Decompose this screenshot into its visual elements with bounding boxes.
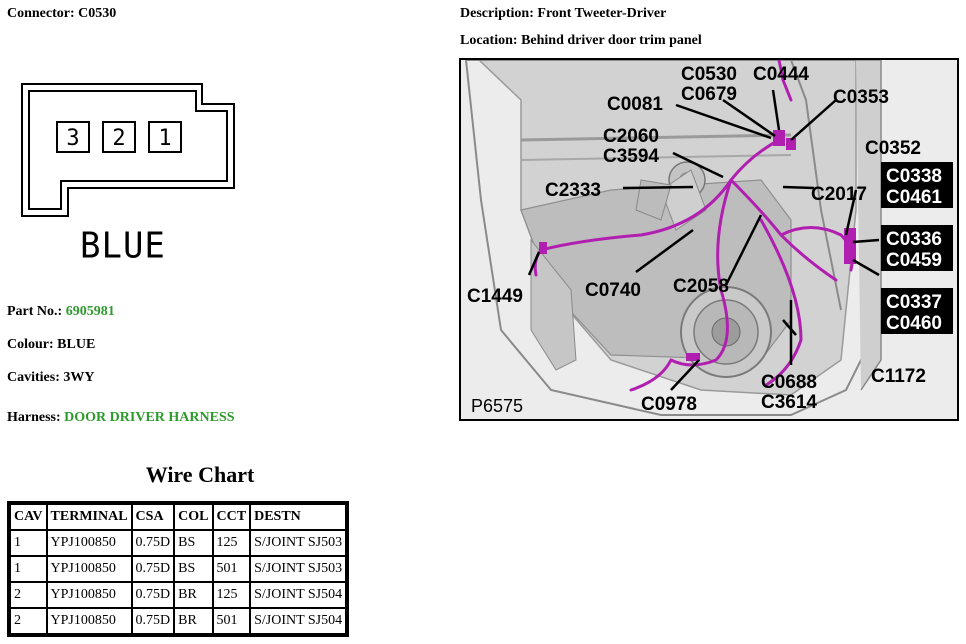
cell-col: BR: [174, 582, 213, 608]
part-no-value[interactable]: 6905981: [65, 304, 115, 319]
cell-terminal: YPJ100850: [46, 556, 132, 582]
callout-c2017: C2017: [811, 184, 867, 205]
cell-cav: 1: [10, 556, 47, 582]
callout-c1172: C1172: [871, 366, 926, 387]
wire-chart-title: Wire Chart: [145, 462, 255, 487]
cell-terminal: YPJ100850: [46, 582, 132, 608]
header-cct: CCT: [212, 504, 251, 530]
cavity-3: 3: [56, 121, 90, 153]
cell-cct: 501: [212, 556, 251, 582]
callout-c0337: C0337: [886, 292, 942, 313]
cell-destn: S/JOINT SJ503: [250, 556, 347, 582]
callout-c0352: C0352: [865, 138, 921, 159]
cavity-1: 1: [148, 121, 182, 153]
callout-c3614: C3614: [761, 392, 817, 413]
cell-destn: S/JOINT SJ504: [250, 582, 347, 608]
svg-text:2: 2: [112, 126, 125, 151]
connector-face-diagram: 3 2 1: [21, 83, 235, 217]
cavities-value: 3WY: [63, 370, 95, 385]
table-row: 2 YPJ100850 0.75D BR 125 S/JOINT SJ504: [10, 582, 347, 608]
colour-value: BLUE: [57, 337, 96, 352]
callout-c0740: C0740: [585, 280, 641, 301]
cell-csa: 0.75D: [131, 582, 175, 608]
cell-col: BR: [174, 608, 213, 634]
door-location-illustration: C0530 C0679 C0444 C0081 C0353 C2060 C359…: [459, 58, 959, 421]
callout-c0460: C0460: [886, 313, 942, 334]
callout-c0353: C0353: [833, 87, 889, 108]
colour-field: Colour: BLUE: [7, 337, 95, 353]
header-col: COL: [174, 504, 213, 530]
location-label: Location:: [460, 33, 518, 48]
header-destn: DESTN: [250, 504, 347, 530]
cell-csa: 0.75D: [131, 608, 175, 634]
connector-field: Connector: C0530: [7, 6, 116, 22]
callout-c0444: C0444: [753, 64, 809, 85]
location-field: Location: Behind driver door trim panel: [460, 33, 702, 49]
cell-csa: 0.75D: [131, 556, 175, 582]
cell-terminal: YPJ100850: [46, 530, 132, 556]
connector-label: Connector:: [7, 6, 75, 21]
description-value: Front Tweeter-Driver: [537, 6, 667, 21]
table-row: 1 YPJ100850 0.75D BS 125 S/JOINT SJ503: [10, 530, 347, 556]
connector-colour-text: BLUE: [80, 225, 166, 267]
harness-label: Harness:: [7, 410, 61, 425]
description-label: Description:: [460, 6, 534, 21]
callout-c0336: C0336: [886, 229, 942, 250]
description-field: Description: Front Tweeter-Driver: [460, 6, 666, 22]
svg-text:3: 3: [66, 126, 79, 151]
cell-cav: 1: [10, 530, 47, 556]
cell-col: BS: [174, 556, 213, 582]
callout-c0459: C0459: [886, 250, 942, 271]
callout-c0688: C0688: [761, 372, 817, 393]
callout-c0081: C0081: [607, 94, 663, 115]
location-value: Behind driver door trim panel: [521, 33, 702, 48]
cell-csa: 0.75D: [131, 530, 175, 556]
callout-c0461: C0461: [886, 187, 942, 208]
callout-c0679: C0679: [681, 84, 737, 105]
cell-destn: S/JOINT SJ504: [250, 608, 347, 634]
cell-cct: 125: [212, 582, 251, 608]
figure-ref: P6575: [471, 396, 523, 416]
callout-c0978: C0978: [641, 394, 697, 415]
table-row: 2 YPJ100850 0.75D BR 501 S/JOINT SJ504: [10, 608, 347, 634]
cell-terminal: YPJ100850: [46, 608, 132, 634]
cell-cav: 2: [10, 608, 47, 634]
door-illustration-svg: C0530 C0679 C0444 C0081 C0353 C2060 C359…: [461, 60, 957, 419]
cell-cct: 125: [212, 530, 251, 556]
cell-destn: S/JOINT SJ503: [250, 530, 347, 556]
cavities-field: Cavities: 3WY: [7, 370, 95, 386]
cavities-label: Cavities:: [7, 370, 60, 385]
cavity-2: 2: [102, 121, 136, 153]
colour-label: Colour:: [7, 337, 54, 352]
wire-chart-table: CAV TERMINAL CSA COL CCT DESTN 1 YPJ1008…: [7, 501, 350, 637]
header-csa: CSA: [131, 504, 175, 530]
part-no-field: Part No.: 6905981: [7, 304, 115, 320]
header-cav: CAV: [10, 504, 47, 530]
cell-col: BS: [174, 530, 213, 556]
callout-c3594: C3594: [603, 146, 659, 167]
wire-chart-header-row: CAV TERMINAL CSA COL CCT DESTN: [10, 504, 347, 530]
part-no-label: Part No.:: [7, 304, 63, 319]
harness-link[interactable]: DOOR DRIVER HARNESS: [64, 410, 235, 425]
harness-field: Harness: DOOR DRIVER HARNESS: [7, 410, 235, 426]
header-terminal: TERMINAL: [46, 504, 132, 530]
table-row: 1 YPJ100850 0.75D BS 501 S/JOINT SJ503: [10, 556, 347, 582]
svg-text:1: 1: [158, 126, 171, 151]
callout-c2058: C2058: [673, 276, 729, 297]
callout-c2060: C2060: [603, 126, 659, 147]
connector-value: C0530: [78, 6, 117, 21]
callout-c0530: C0530: [681, 64, 737, 85]
callout-c0338: C0338: [886, 166, 942, 187]
callout-c2333: C2333: [545, 180, 601, 201]
callout-c1449: C1449: [467, 286, 523, 307]
cell-cav: 2: [10, 582, 47, 608]
cell-cct: 501: [212, 608, 251, 634]
